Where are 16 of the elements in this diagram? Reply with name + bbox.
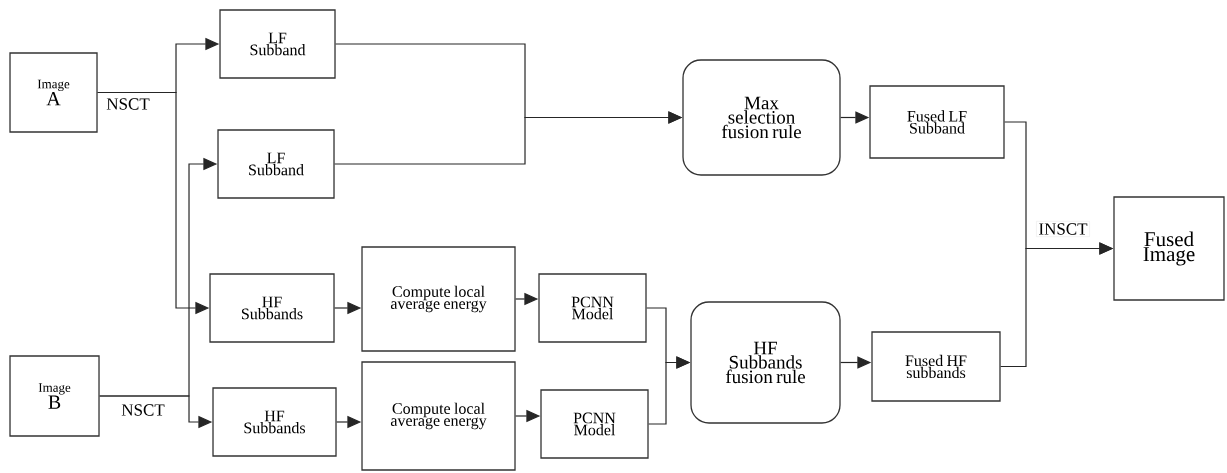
edge-label: NSCT (104, 96, 152, 112)
edge-label: NSCT (119, 402, 167, 418)
process-box: HF Subbands (212, 387, 337, 457)
process-box: Fused LF Subband (869, 85, 1005, 159)
process-box: PCNN Model (540, 389, 649, 459)
process-box: LF Subband (219, 9, 336, 79)
process-box: Compute local average energy (361, 246, 516, 352)
process-box: Fused HF subbands (871, 331, 1001, 402)
process-box: Compute local average energy (361, 361, 516, 471)
process-box: HF Subbands (209, 273, 335, 343)
process-box: Fused Image (1113, 196, 1225, 301)
process-box: Image B (9, 355, 100, 437)
process-box: LF Subband (217, 129, 335, 199)
edge-label: INSCT (1036, 221, 1090, 237)
process-box: PCNN Model (538, 273, 647, 343)
process-box: Image A (9, 52, 98, 133)
